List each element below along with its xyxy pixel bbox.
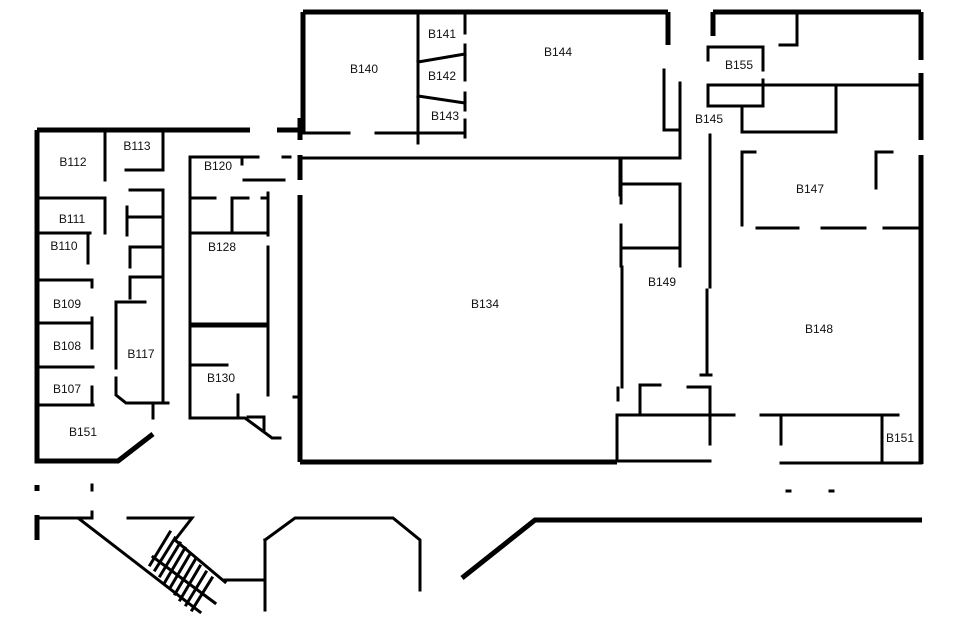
exterior-walls (34, 483, 922, 615)
room-label-b141: B141 (427, 27, 457, 41)
room-label-b111: B111 (58, 212, 86, 226)
room-label-b151-right: B151 (885, 431, 915, 445)
room-label-b113: B113 (123, 139, 151, 153)
room-label-b110: B110 (50, 239, 78, 253)
top-block-walls (298, 9, 682, 197)
room-label-b134: B134 (470, 297, 500, 311)
room-label-b107: B107 (52, 382, 82, 396)
right-wing-walls (300, 9, 924, 493)
room-label-b128: B128 (207, 240, 237, 254)
room-label-b142: B142 (427, 69, 457, 83)
room-label-b144: B144 (543, 45, 573, 59)
stairs-icon (147, 529, 218, 613)
room-label-b112: B112 (59, 155, 87, 169)
room-label-b148: B148 (804, 322, 834, 336)
room-label-b109: B109 (52, 297, 82, 311)
room-label-b108: B108 (52, 339, 82, 353)
room-label-b140: B140 (349, 62, 379, 76)
room-label-b147: B147 (795, 182, 825, 196)
left-wing-walls (34, 118, 303, 464)
room-label-b155: B155 (724, 58, 754, 72)
room-label-b117: B117 (127, 347, 155, 361)
room-label-b145: B145 (694, 112, 724, 126)
room-label-b149: B149 (647, 275, 677, 289)
room-label-b130: B130 (206, 371, 236, 385)
room-label-b120: B120 (203, 159, 233, 173)
room-label-b151-left: B151 (68, 425, 98, 439)
room-label-b143: B143 (430, 109, 460, 123)
